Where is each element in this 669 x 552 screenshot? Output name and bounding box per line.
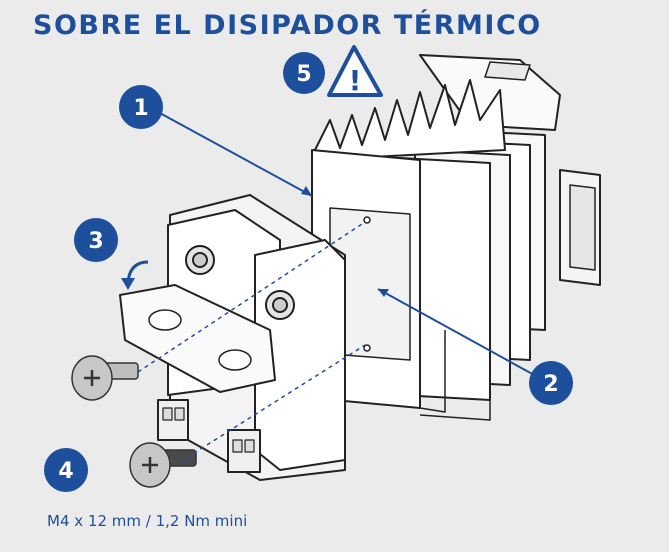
arrow-head-1 — [301, 186, 312, 196]
screw-upper — [71, 355, 139, 401]
arrow-head-2 — [378, 289, 389, 297]
rotate-arrow-icon — [121, 260, 149, 290]
step-badge-4: 4 — [44, 448, 88, 492]
leader-arrows — [157, 111, 537, 377]
step-badge-2-label: 2 — [543, 372, 558, 397]
screw-spec-caption: M4 x 12 mm / 1,2 Nm mini — [47, 512, 248, 530]
step-badge-1: 1 — [119, 85, 163, 129]
step-badge-3-label: 3 — [88, 229, 103, 254]
step-badge-5-label: 5 — [296, 62, 311, 87]
screw-lower — [129, 442, 197, 488]
step-badge-1-label: 1 — [133, 96, 148, 121]
solid-state-relay — [119, 194, 346, 481]
step-badge-3: 3 — [74, 218, 118, 262]
alignment-lines — [137, 221, 366, 463]
step-badge-5: 5 — [283, 52, 325, 94]
warning-triangle-icon: ! — [327, 45, 383, 97]
heatsink — [311, 54, 601, 421]
page-title: SOBRE EL DISIPADOR TÉRMICO — [33, 10, 542, 41]
step-badge-4-label: 4 — [58, 459, 73, 484]
step-badge-2: 2 — [529, 361, 573, 405]
warning-symbol: ! — [349, 64, 362, 97]
